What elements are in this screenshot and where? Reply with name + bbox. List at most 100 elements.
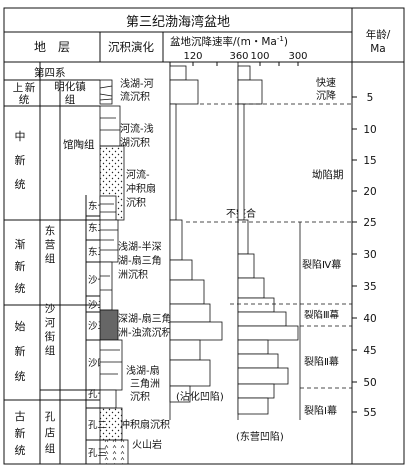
member-label: 孔一 xyxy=(88,389,108,400)
dongying-rate-bar xyxy=(237,311,287,327)
zhanhua-rate-bar xyxy=(169,321,223,341)
system-label: 始 xyxy=(15,319,26,333)
system-label: 新 xyxy=(25,81,36,94)
age-tick-label: 5 xyxy=(367,92,374,104)
dongying-rate-bar xyxy=(237,79,263,105)
age-tick-label: 10 xyxy=(363,124,376,136)
group-label: 孔 xyxy=(45,410,56,423)
dongying-rate-bar xyxy=(237,339,269,355)
zhanhua-rate-bar xyxy=(169,339,201,361)
dongying-rate-bar xyxy=(237,219,249,255)
zhanhua-rate-bar xyxy=(169,303,211,323)
zhanhua-rate-bar xyxy=(169,385,191,403)
age-tick-label: 30 xyxy=(363,249,376,261)
dongying-rate-bar xyxy=(237,325,299,341)
system-label: 新 xyxy=(15,426,26,440)
system-label: 统 xyxy=(15,444,26,457)
group-label: 沙 xyxy=(45,303,56,315)
system-label: 统 xyxy=(15,178,26,191)
age-tick-label: 50 xyxy=(363,377,376,389)
rate-tick-100: 100 xyxy=(250,51,269,62)
dongying-label: (东营凹陷) xyxy=(236,430,284,443)
figure-title: 第三纪渤海湾盆地 xyxy=(126,14,230,30)
phase-boundaries xyxy=(186,103,352,389)
member-label: 孔二 xyxy=(88,420,107,431)
system-label: 渐 xyxy=(15,237,26,251)
age-tick-label: 45 xyxy=(363,345,376,357)
group-label: 街 xyxy=(45,330,56,343)
age-tick-label: 35 xyxy=(363,281,376,293)
zhanhua-rate-bar xyxy=(169,103,177,221)
evolution-label: 浅湖-扇 xyxy=(126,364,160,377)
evolution-label: 冲积扇 xyxy=(126,182,156,195)
evolution-label: 湖-扇三角 xyxy=(118,254,162,267)
dongying-rate-bar xyxy=(237,353,279,369)
dongying-rate-bar xyxy=(237,297,275,313)
age-tick-label: 40 xyxy=(363,313,376,325)
group-label: 东 xyxy=(45,224,56,237)
member-label: 沙四 xyxy=(88,358,107,369)
figure-frame xyxy=(3,7,405,465)
zhanhua-rate-bar xyxy=(169,219,183,261)
evolution-label: 湖沉积 xyxy=(120,136,150,149)
phase-label: 坳陷期 xyxy=(312,168,344,181)
system-label: 古 xyxy=(15,410,26,423)
evolution-label: 火山岩 xyxy=(132,438,162,451)
phase-label: 裂陷Ⅱ幕 xyxy=(304,355,339,368)
group-label: 馆陶组 xyxy=(63,138,95,151)
dongying-rate-bar xyxy=(237,367,289,385)
evolution-label: 三角洲 xyxy=(130,378,160,390)
lithologic-column xyxy=(99,79,129,465)
system-label: 上 xyxy=(13,82,24,94)
zhanhua-rate-bar xyxy=(169,79,199,105)
age-tick-label: 25 xyxy=(363,217,376,229)
system-label: 统 xyxy=(15,370,26,383)
age-axis xyxy=(352,96,357,413)
dongying-rate-bar xyxy=(237,277,265,299)
group-label: 组 xyxy=(65,93,76,106)
group-label: 明化镇 xyxy=(54,80,86,93)
phase-label: 裂陷Ⅰ幕 xyxy=(304,404,337,417)
evolution-label: 沉积 xyxy=(126,196,146,209)
rate-tick-360: 360 xyxy=(229,51,248,62)
phase-label: 快速 xyxy=(316,77,336,89)
evolution-label: 河流-浅 xyxy=(120,122,154,135)
strata-header: 地 层 xyxy=(34,40,70,54)
system-label: 新 xyxy=(15,344,26,358)
dongying-rate-bar xyxy=(237,253,255,279)
age-tick-label: 20 xyxy=(363,186,376,198)
evolution-label: 洲-浊流沉积 xyxy=(118,326,172,339)
group-label: 组 xyxy=(45,344,56,357)
member-label: 沙三 xyxy=(88,321,107,332)
system-label: 新 xyxy=(15,153,26,167)
evolution-label: 浅湖-半深 xyxy=(118,240,162,253)
evolution-label: 浅湖-河 xyxy=(120,77,154,90)
age-label: 年龄/ xyxy=(366,28,391,41)
group-label: 组 xyxy=(45,252,56,265)
rate-tick-300: 300 xyxy=(288,51,307,62)
group-label: 组 xyxy=(45,442,56,455)
quaternary-label: 第四系 xyxy=(34,66,66,79)
system-label: 新 xyxy=(15,259,26,273)
zhanhua-rate-bar xyxy=(169,279,205,305)
evolution-label: 冲积扇沉积 xyxy=(120,418,170,431)
evolution-label: 流沉积 xyxy=(120,90,150,103)
group-label: 营 xyxy=(45,238,56,251)
phase-label: 裂陷Ⅳ幕 xyxy=(302,258,341,271)
age-tick-label: 55 xyxy=(363,407,376,419)
dongying-rate-bar xyxy=(237,103,245,221)
member-label: 孔三 xyxy=(88,448,107,459)
system-label: 统 xyxy=(19,93,30,106)
group-label: 店 xyxy=(45,426,56,439)
group-label: 河 xyxy=(45,317,56,329)
evolution-label: 洲沉积 xyxy=(118,268,148,281)
dongying-rate-bar xyxy=(237,397,269,415)
system-label: 中 xyxy=(15,130,26,143)
member-label: 沙二 xyxy=(88,300,107,311)
phase-label: 裂陷Ⅲ幕 xyxy=(304,309,340,321)
rate-header: 盆地沉降速率/(m・Ma-1) xyxy=(170,35,288,48)
zhanhua-rate-bar xyxy=(169,259,193,281)
evolution-label: 河流- xyxy=(126,168,150,181)
dongying-rate-bar xyxy=(237,383,275,399)
